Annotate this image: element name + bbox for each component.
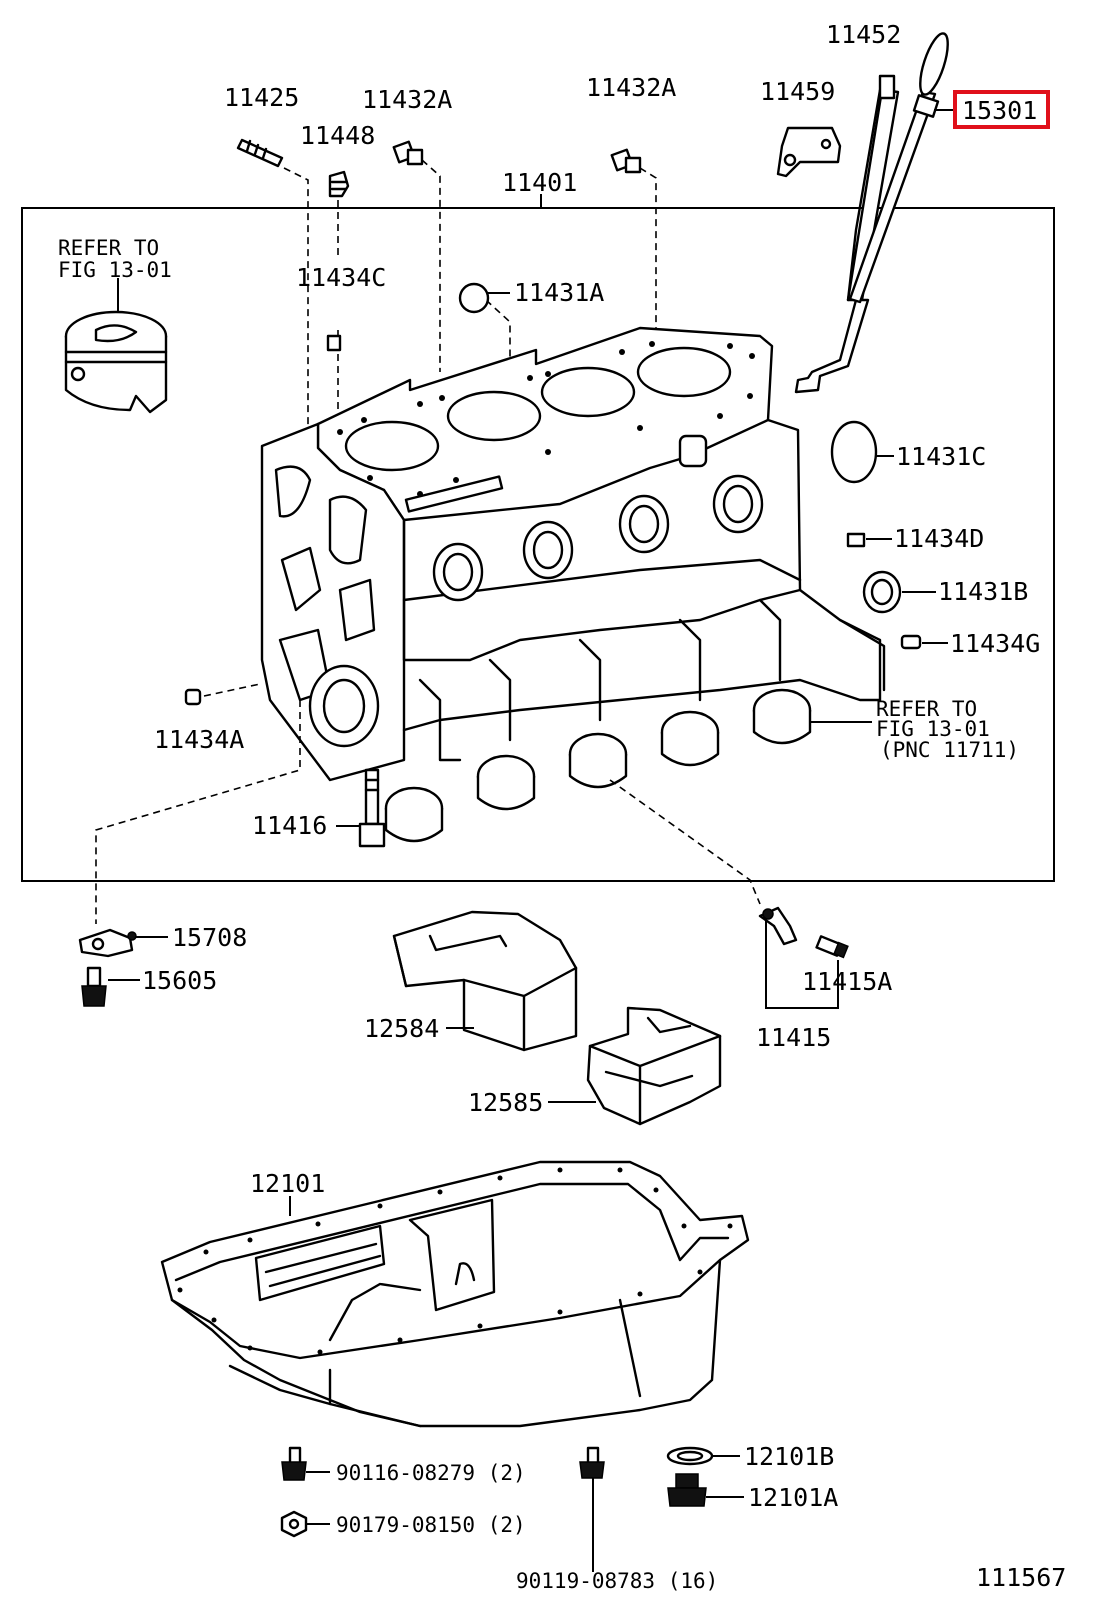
- bolt-90119[interactable]: [579, 1446, 605, 1479]
- bolt-90116[interactable]: [281, 1446, 307, 1481]
- seal-11431B[interactable]: [862, 570, 902, 614]
- bearing-shells[interactable]: [384, 688, 812, 843]
- dash-11434A: [203, 683, 261, 697]
- label-11434G[interactable]: 11434G: [950, 629, 1040, 658]
- pin-11434G[interactable]: [900, 634, 922, 650]
- label-11431C[interactable]: 11431C: [896, 442, 986, 471]
- pin-11434D[interactable]: [846, 532, 866, 548]
- bracket-15708[interactable]: [78, 928, 137, 958]
- bracket-11459[interactable]: [776, 126, 842, 178]
- drain-plug-12101A[interactable]: [667, 1473, 707, 1507]
- insulator-12585[interactable]: [586, 1006, 722, 1126]
- label-11434C[interactable]: 11434C: [296, 263, 386, 292]
- oil-jet-11415[interactable]: [758, 906, 798, 946]
- label-fig-13-01-b[interactable]: FIG 13-01: [876, 717, 990, 741]
- dash-15708: [95, 700, 301, 924]
- label-11432A-right[interactable]: 11432A: [586, 73, 676, 102]
- label-90179-08150[interactable]: 90179-08150 (2): [336, 1513, 526, 1537]
- bolt-11416[interactable]: [358, 768, 386, 848]
- oil-jet-bolt-11415A[interactable]: [815, 935, 849, 959]
- pin-11434A[interactable]: [184, 688, 202, 706]
- piston-illustration: [64, 310, 168, 414]
- label-11425[interactable]: 11425: [224, 83, 299, 112]
- gasket-12101B[interactable]: [666, 1446, 714, 1466]
- label-11434A[interactable]: 11434A: [154, 725, 244, 754]
- figure-number: 111567: [976, 1563, 1066, 1592]
- label-90116-08279[interactable]: 90116-08279 (2): [336, 1461, 526, 1485]
- label-12101[interactable]: 12101: [250, 1169, 325, 1198]
- label-12585[interactable]: 12585: [468, 1088, 543, 1117]
- label-refer-to-a: REFER TO: [58, 236, 159, 260]
- dipstick-guide-11452[interactable]: [794, 74, 900, 394]
- label-11432A-left[interactable]: 11432A: [362, 85, 452, 114]
- dipstick-15301[interactable]: [848, 30, 953, 304]
- label-12584[interactable]: 12584: [364, 1014, 439, 1043]
- label-11448[interactable]: 11448: [300, 121, 375, 150]
- label-pnc-11711: (PNC 11711): [880, 738, 1019, 762]
- nut-11448[interactable]: [328, 170, 350, 198]
- dash-11431A: [485, 299, 511, 370]
- label-fig-13-01-a[interactable]: FIG 13-01: [58, 258, 172, 282]
- label-11434D[interactable]: 11434D: [894, 524, 984, 553]
- label-11401[interactable]: 11401: [502, 168, 577, 197]
- label-11415A[interactable]: 11415A: [802, 967, 892, 996]
- label-11452[interactable]: 11452: [826, 20, 901, 49]
- label-90119-08783[interactable]: 90119-08783 (16): [516, 1569, 718, 1593]
- label-15708[interactable]: 15708: [172, 923, 247, 952]
- oil-pan-12101[interactable]: [160, 1160, 750, 1428]
- dash-11432A-left: [421, 159, 441, 372]
- label-11416[interactable]: 11416: [252, 811, 327, 840]
- pin-11434C[interactable]: [326, 334, 342, 352]
- bolt-15605[interactable]: [81, 966, 107, 1007]
- block-group-frame: [21, 207, 1055, 882]
- dash-11432A-right: [639, 167, 657, 330]
- label-15605[interactable]: 15605: [142, 966, 217, 995]
- label-12101B[interactable]: 12101B: [744, 1442, 834, 1471]
- plug-11431A[interactable]: [458, 282, 490, 314]
- bolt-11432A-right[interactable]: [610, 148, 642, 174]
- dash-11425: [283, 167, 309, 450]
- label-12101A[interactable]: 12101A: [748, 1483, 838, 1512]
- nut-90179[interactable]: [280, 1510, 308, 1538]
- stud-bolt-11425[interactable]: [236, 138, 284, 168]
- label-15301[interactable]: 15301: [962, 96, 1037, 125]
- label-11415[interactable]: 11415: [756, 1023, 831, 1052]
- highlight-box-15301: [953, 90, 1050, 129]
- plug-11431C[interactable]: [830, 420, 878, 484]
- insulator-12584[interactable]: [392, 910, 578, 1052]
- label-11431A[interactable]: 11431A: [514, 278, 604, 307]
- label-refer-to-b: REFER TO: [876, 697, 977, 721]
- label-11431B[interactable]: 11431B: [938, 577, 1028, 606]
- leader-11415: [765, 920, 839, 1009]
- label-11459[interactable]: 11459: [760, 77, 835, 106]
- bolt-11432A-left[interactable]: [392, 140, 424, 166]
- dash-11415: [609, 779, 761, 905]
- cylinder-block-11401[interactable]: [260, 326, 886, 782]
